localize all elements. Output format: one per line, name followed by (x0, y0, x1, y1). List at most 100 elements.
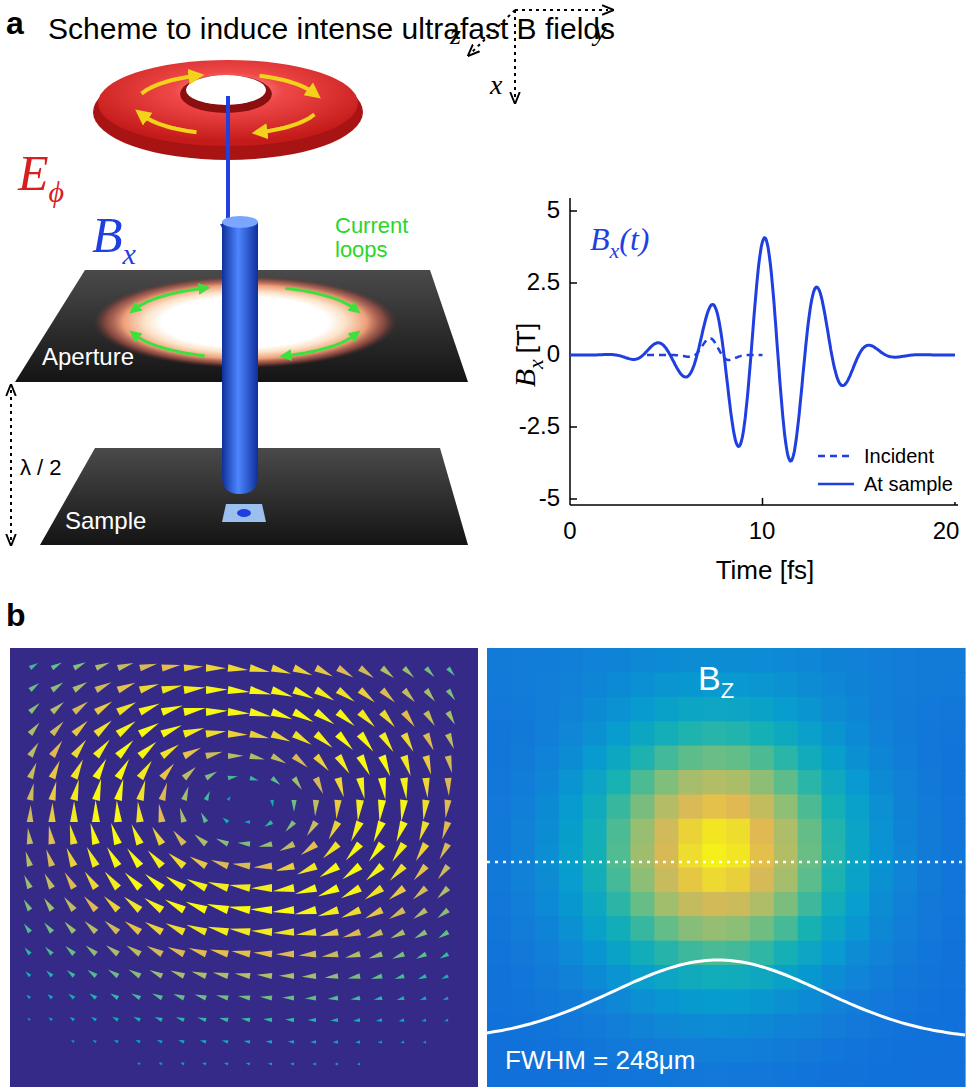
heat-cell (869, 746, 894, 771)
vector-arrow (422, 778, 429, 798)
heat-cell (559, 843, 584, 868)
vector-arrow (136, 801, 144, 822)
vector-arrow (129, 970, 142, 979)
heat-cell (774, 1014, 799, 1039)
heat-cell (630, 721, 655, 746)
heat-cell (535, 746, 560, 771)
heatmap-background (487, 648, 965, 1087)
heat-cell (583, 868, 608, 893)
vector-arrow (319, 929, 339, 937)
heat-cell (535, 965, 560, 990)
vector-arrow (27, 763, 37, 780)
heat-cell (630, 697, 655, 722)
vector-arrow (131, 993, 141, 1000)
vector-arrow (402, 688, 415, 703)
axis-title: Bx[T] (508, 323, 541, 387)
panel-letter: b (6, 598, 26, 633)
heat-cell (822, 892, 847, 917)
heat-cell (487, 892, 512, 917)
vector-arrow (314, 731, 333, 748)
axis-label: x (490, 70, 502, 101)
heat-cell (750, 1038, 775, 1063)
heat-cell (535, 989, 560, 1014)
heat-cell (678, 868, 703, 893)
heat-cell (702, 819, 727, 844)
axis-title: Time [fs] (660, 556, 870, 585)
vector-arrow (322, 951, 339, 957)
vector-arrow (374, 996, 383, 1000)
heat-cell (654, 892, 679, 917)
vector-arrow (356, 800, 364, 822)
heat-cell (678, 892, 703, 917)
heat-cell (750, 697, 775, 722)
heat-cell (607, 941, 632, 966)
vector-arrow (49, 761, 60, 780)
vector-arrow (416, 952, 427, 959)
heat-cell (487, 1014, 512, 1039)
legend-swatch (816, 450, 856, 462)
curve-label: Bx(t) (590, 222, 650, 257)
vector-arrow (50, 702, 64, 714)
heat-cell (893, 868, 918, 893)
heat-cell (846, 941, 871, 966)
vector-arrow (92, 779, 101, 801)
vector-arrow (295, 884, 317, 894)
vector-arrow (93, 759, 107, 780)
callout-label-text: Current loops (335, 213, 408, 262)
vector-arrow (47, 994, 53, 999)
heat-cell (559, 770, 584, 795)
tick-label: 20 (921, 518, 971, 544)
heat-cell (654, 941, 679, 966)
vector-arrow (251, 884, 272, 892)
heat-cell (869, 965, 894, 990)
vector-arrow (117, 663, 134, 671)
vector-arrow (160, 725, 182, 737)
vector-arrow (191, 971, 207, 979)
vector-arrow (444, 1019, 448, 1022)
vector-arrow (292, 776, 302, 790)
vector-arrow (210, 950, 229, 958)
vector-arrow (70, 801, 78, 822)
vector-arrow (231, 951, 250, 958)
vector-arrow (341, 907, 361, 918)
heat-cell (607, 916, 632, 941)
vector-arrow (144, 898, 164, 913)
heat-cell (559, 868, 584, 893)
vector-arrow (357, 732, 374, 752)
vector-arrow (440, 842, 452, 859)
heat-cell (654, 989, 679, 1014)
vector-arrow (135, 1040, 140, 1044)
vector-arrow (401, 710, 415, 727)
vector-arrow (380, 688, 395, 703)
vector-arrow (70, 1017, 75, 1021)
vector-arrow (68, 994, 75, 1000)
heat-cell (630, 1014, 655, 1039)
vector-arrow (228, 664, 248, 671)
heat-cell (798, 794, 823, 819)
vector-arrow (249, 708, 271, 716)
heat-cell (798, 989, 823, 1014)
heat-cell (798, 770, 823, 795)
vector-arrow (292, 731, 312, 745)
vector-arrow (27, 828, 33, 845)
heat-cell (774, 941, 799, 966)
heat-cell (917, 672, 942, 697)
vector-arrow (50, 721, 64, 736)
heat-cell (846, 794, 871, 819)
heat-cell (798, 941, 823, 966)
vector-arrow (165, 900, 186, 914)
vector-arrow (356, 754, 370, 775)
plane: Aperture (15, 270, 468, 382)
vector-arrow (92, 800, 100, 822)
vector-arrow (270, 800, 274, 807)
heat-cell (726, 1063, 751, 1087)
vector-arrow (392, 842, 407, 862)
heat-cell (487, 916, 512, 941)
heat-cell (822, 672, 847, 697)
heat-cell (535, 892, 560, 917)
vector-arrow (148, 850, 165, 868)
heat-cell (798, 746, 823, 771)
vector-arrow (374, 821, 386, 843)
legend-line (818, 483, 854, 486)
heat-cell (654, 868, 679, 893)
